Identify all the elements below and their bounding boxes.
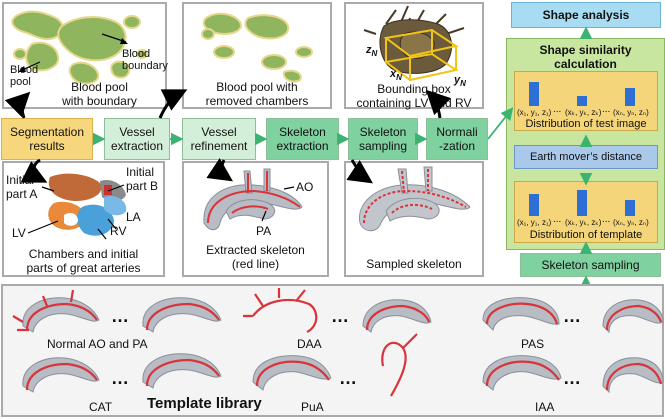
- test-ellipsis-2: ...: [602, 104, 611, 115]
- category-pas: PAS: [521, 337, 545, 351]
- earth-movers-distance-box: Earth mover’s distance: [514, 145, 658, 169]
- axis-x-label: xN: [390, 68, 402, 83]
- skeleton-sampling-box: Skeleton sampling: [348, 118, 418, 160]
- removed-chambers-illustration: [201, 12, 313, 83]
- skeleton-sampling-bottom-box: Skeleton sampling: [520, 253, 661, 277]
- sampled-skeleton-panel: Sampled skeleton: [344, 161, 484, 277]
- extracted-skeleton-panel: AO PA Extracted skeleton (red line): [182, 161, 329, 277]
- shape-analysis-box: Shape analysis: [511, 2, 661, 28]
- distribution-template-caption: Distribution of template: [529, 229, 643, 241]
- removed-chambers-caption-1: Blood pool with: [216, 80, 298, 94]
- test-tuple-n: (xₙ, yₙ, zₙ): [613, 108, 649, 117]
- pa-label: PA: [256, 224, 272, 238]
- test-ellipsis-1: ...: [553, 104, 562, 115]
- blood-boundary-label: Blood boundary: [122, 48, 168, 72]
- blood-pool-illustration: [11, 10, 148, 85]
- shape-similarity-panel: Shape similarity calculation (x₁, y₁, z₁…: [506, 38, 665, 250]
- rv-label: RV: [110, 224, 127, 238]
- ao-label: AO: [296, 180, 314, 194]
- bounding-box-panel: zN xN yN Bounding box containing LV and …: [344, 2, 484, 110]
- bounding-box-caption-2: containing LV and RV: [356, 96, 472, 110]
- template-library-illustration: [12, 288, 664, 397]
- normalization-box: Normali -zation: [426, 118, 488, 160]
- template-library-panel: … … … … … … Normal AO and PA DAA PAS CAT…: [1, 284, 664, 417]
- test-bar-2: [577, 96, 587, 106]
- bounding-box-illustration: [363, 5, 465, 82]
- ellipsis-row1-1: …: [111, 306, 129, 326]
- extracted-skeleton-illustration: [203, 168, 303, 231]
- ellipsis-row2-3: …: [563, 368, 581, 388]
- initial-part-b-label: Initial part B: [126, 165, 159, 193]
- template-library-title: Template library: [147, 395, 262, 412]
- template-bar-2: [577, 190, 587, 216]
- distribution-template-box: (x₁, y₁, z₁) ... (xₖ, yₖ, zₖ) ... (xₙ, y…: [514, 181, 658, 243]
- category-pua: PuA: [301, 400, 324, 414]
- category-daa: DAA: [297, 337, 322, 351]
- removed-chambers-panel: Blood pool with removed chambers: [182, 2, 332, 109]
- blood-pool-panel: Blood pool Blood boundary Blood pool wit…: [2, 2, 168, 109]
- ellipsis-row1-3: …: [563, 306, 581, 326]
- shape-similarity-title: Shape similarity calculation: [539, 43, 632, 71]
- template-tuple-n: (xₙ, yₙ, zₙ): [613, 218, 649, 227]
- vessel-refinement-box: Vessel refinement: [182, 118, 256, 160]
- lv-label: LV: [12, 226, 26, 240]
- template-bar-3: [625, 200, 635, 216]
- ellipsis-row2-1: …: [111, 368, 129, 388]
- segmentation-results-box: Segmentation results: [1, 118, 93, 160]
- template-bar-1: [529, 194, 539, 216]
- skeleton-extraction-box: Skeleton extraction: [266, 118, 339, 160]
- extracted-skeleton-caption-1: Extracted skeleton: [206, 243, 305, 257]
- category-normal-ao-pa: Normal AO and PA: [47, 337, 148, 351]
- axis-y-label: yN: [454, 74, 466, 89]
- axis-z-label: zN: [366, 44, 378, 59]
- extracted-skeleton-caption-2: (red line): [231, 257, 280, 271]
- vessel-extraction-box: Vessel extraction: [104, 118, 170, 160]
- sampled-skeleton-caption: Sampled skeleton: [366, 257, 462, 271]
- removed-chambers-caption-2: removed chambers: [205, 94, 309, 108]
- chambers-panel: Initial part A Initial part B LA RV LV C…: [2, 161, 165, 277]
- ellipsis-row2-2: …: [339, 368, 357, 388]
- chambers-caption-2: parts of great arteries: [26, 261, 141, 275]
- sampled-skeleton-illustration: [359, 166, 471, 232]
- initial-part-a-label: Initial part A: [6, 173, 38, 201]
- template-tuple-1: (x₁, y₁, z₁): [517, 218, 552, 227]
- category-iaa: IAA: [535, 400, 555, 414]
- la-label: LA: [126, 210, 141, 224]
- test-bar-1: [529, 82, 539, 106]
- test-tuple-k: (xₖ, yₖ, zₖ): [565, 108, 602, 117]
- blood-pool-label: Blood pool: [10, 64, 39, 88]
- chambers-caption-1: Chambers and initial: [28, 247, 139, 261]
- test-bar-3: [625, 88, 635, 106]
- test-tuple-1: (x₁, y₁, z₁): [517, 108, 552, 117]
- category-cat: CAT: [89, 400, 113, 414]
- template-ellipsis-1: ...: [553, 214, 562, 225]
- bounding-box-caption-1: Bounding box: [377, 82, 451, 96]
- blood-pool-caption-1: Blood pool: [71, 80, 128, 94]
- template-tuple-k: (xₖ, yₖ, zₖ): [565, 218, 602, 227]
- chambers-illustration: [27, 173, 127, 240]
- blood-pool-caption-2: with boundary: [62, 94, 137, 108]
- ellipsis-row1-2: …: [331, 306, 349, 326]
- distribution-test-box: (x₁, y₁, z₁) ... (xₖ, yₖ, zₖ) ... (xₙ, y…: [514, 71, 658, 131]
- template-ellipsis-2: ...: [602, 214, 611, 225]
- distribution-test-caption: Distribution of test image: [525, 118, 647, 130]
